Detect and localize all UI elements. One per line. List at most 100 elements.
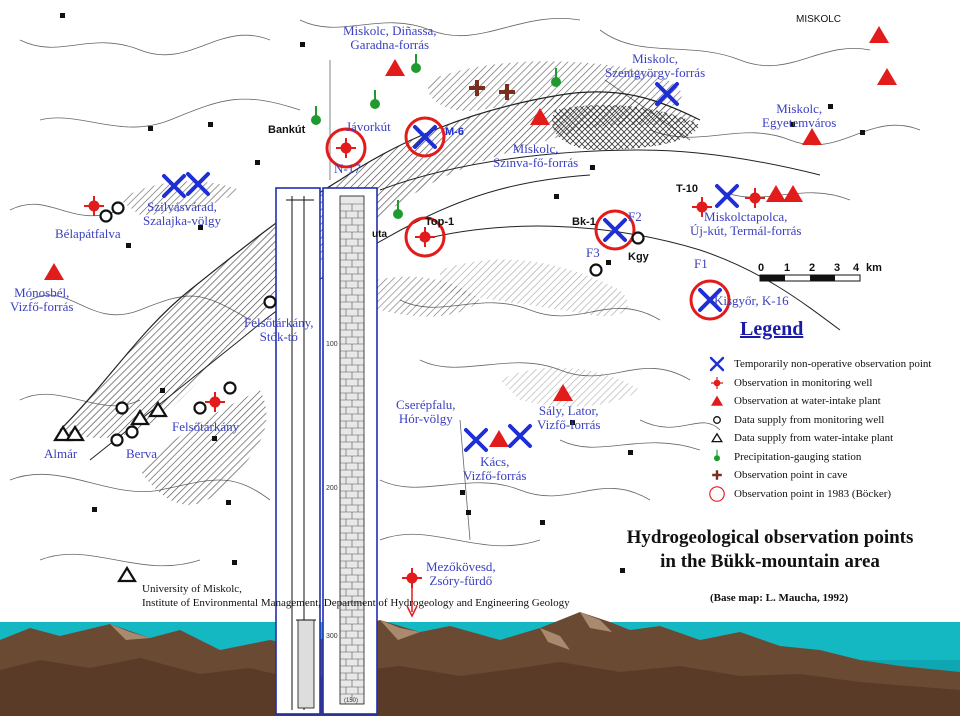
red-ring-icon xyxy=(709,485,725,502)
label-monosbel: Mónosbél,Vizfő-forrás xyxy=(10,285,74,314)
svg-text:300: 300 xyxy=(326,633,338,640)
legend-item-green-drop: Precipitation-gauging station xyxy=(706,449,861,465)
legend-item-brown-cross: Observation point in cave xyxy=(706,467,847,483)
green-drop-marker xyxy=(393,200,403,219)
label-bk1: Bk-1 xyxy=(572,216,596,228)
label-top1: Top-1 xyxy=(425,216,455,228)
label-szentgyorgy: Miskolc,Szentgyörgy-forrás xyxy=(605,51,706,80)
red-cross-marker xyxy=(745,188,765,208)
scale-tick-0: 0 xyxy=(758,262,765,274)
legend-item-black-circle: Data supply from monitoring well xyxy=(706,412,884,428)
label-tapolca: Miskolctapolca,Új-kút, Termál-forrás xyxy=(690,209,802,238)
label-berva: Berva xyxy=(126,446,158,461)
red-ring-marker xyxy=(325,127,367,169)
red-cross-marker xyxy=(336,138,356,158)
red-ring-marker xyxy=(689,279,731,321)
blue-x-marker xyxy=(162,174,186,198)
red-triangle-marker xyxy=(783,185,803,202)
base-map-credit: (Base map: L. Maucha, 1992) xyxy=(710,592,849,604)
black-circle-marker xyxy=(631,231,645,245)
brown-cross-marker xyxy=(499,84,515,100)
label-almar: Almár xyxy=(44,446,78,461)
svg-text:100: 100 xyxy=(326,341,338,348)
label-repashuta: uta xyxy=(372,229,387,240)
black-triangle-marker xyxy=(117,565,137,583)
legend-item-blue-x: Temporarily non-operative observation po… xyxy=(706,356,931,372)
scale-unit: km xyxy=(866,262,882,274)
red-cross-marker xyxy=(402,568,422,588)
green-drop-marker xyxy=(311,106,321,125)
legend-item-label: Observation point in cave xyxy=(734,469,848,481)
legend-item-red-triangle: Observation at water-intake plant xyxy=(706,393,881,409)
label-egyetemvaros: Miskolc,Egyetemváros xyxy=(762,101,837,130)
label-kisgyor: Kisgyőr, K-16 xyxy=(714,293,789,308)
blue-x-marker xyxy=(508,424,532,448)
label-m6: M-6 xyxy=(445,126,464,138)
label-mezokovesd: Mezőkövesd,Zsóry-fürdő xyxy=(426,559,496,588)
label-salyi: Sály, Lator,Vizfő-forrás xyxy=(537,403,601,432)
legend-item-label: Observation point in 1983 (Böcker) xyxy=(734,487,892,500)
blue-x-marker xyxy=(464,428,488,452)
black-triangle-icon xyxy=(711,432,723,443)
black-circle-marker xyxy=(110,433,124,447)
legend-item-red-cross: Observation in monitoring well xyxy=(706,375,872,391)
arrow-down-icon xyxy=(406,588,418,618)
black-circle-marker xyxy=(589,263,603,277)
red-triangle-marker xyxy=(553,384,573,401)
red-triangle-marker xyxy=(877,68,897,85)
black-triangle-marker xyxy=(53,424,73,442)
black-circle-icon xyxy=(713,415,721,424)
legend-item-label: Temporarily non-operative observation po… xyxy=(734,358,932,370)
scale-tick-4: 4 xyxy=(853,262,860,274)
label-felsotarkany: Felsőtárkány,Stók-tó xyxy=(244,315,314,344)
black-circle-marker xyxy=(263,295,277,309)
blue-x-marker xyxy=(413,125,437,149)
label-szinva: Miskolc,Szinva-fő-forrás xyxy=(493,141,579,170)
label-f3: F3 xyxy=(586,245,600,260)
blue-x-marker xyxy=(655,82,679,106)
black-circle-marker xyxy=(193,401,207,415)
scale-tick-1: 1 xyxy=(784,262,791,274)
scale-tick-2: 2 xyxy=(809,262,816,274)
label-cserepfalu: Cserépfalu,Hór-völgy xyxy=(396,397,456,426)
label-f1: F1 xyxy=(694,256,708,271)
brown-cross-marker xyxy=(469,80,485,96)
red-triangle-marker xyxy=(802,128,822,145)
map-title-line-1: Hydrogeological observation points xyxy=(626,527,914,548)
credit-line-1: University of Miskolc, xyxy=(142,583,242,595)
blue-x-marker xyxy=(715,184,739,208)
red-triangle-marker xyxy=(530,108,550,125)
legend-title: Legend xyxy=(740,318,804,340)
brown-cross-icon xyxy=(712,470,722,480)
red-ring-marker xyxy=(404,216,446,258)
red-cross-marker xyxy=(205,392,225,412)
landscape-strip xyxy=(0,612,960,716)
borehole-log: 100 200 300 (150) xyxy=(275,187,378,715)
black-triangle-marker xyxy=(148,400,168,418)
red-cross-marker xyxy=(415,227,435,247)
label-belapatfalva: Bélapátfalva xyxy=(55,226,121,241)
red-triangle-marker xyxy=(869,26,889,43)
label-javorkut: Jávorkút xyxy=(346,119,391,134)
black-triangle-marker xyxy=(130,408,150,426)
red-triangle-marker xyxy=(385,59,405,76)
label-miskolc-top: MISKOLC xyxy=(796,14,842,25)
black-circle-marker xyxy=(99,209,113,223)
red-cross-marker xyxy=(84,196,104,216)
green-drop-marker xyxy=(411,54,421,73)
blue-x-icon xyxy=(709,356,725,372)
blue-x-marker xyxy=(698,288,722,312)
legend-item-black-triangle: Data supply from water-intake plant xyxy=(706,430,893,446)
svg-text:200: 200 xyxy=(326,485,338,492)
green-drop-icon xyxy=(714,449,720,461)
red-triangle-marker xyxy=(44,263,64,280)
label-kacs: Kács,Vizfő-forrás xyxy=(463,454,527,483)
legend-item-red-ring: Observation point in 1983 (Böcker) xyxy=(706,485,892,502)
label-garadna: Miskolc, Diñassa,Garadna-forrás xyxy=(343,23,437,52)
black-circle-marker xyxy=(125,425,139,439)
label-t10: T-10 xyxy=(676,183,699,195)
blue-x-marker xyxy=(186,172,210,196)
observation-markers xyxy=(44,26,897,618)
settlement-markers xyxy=(60,13,865,573)
